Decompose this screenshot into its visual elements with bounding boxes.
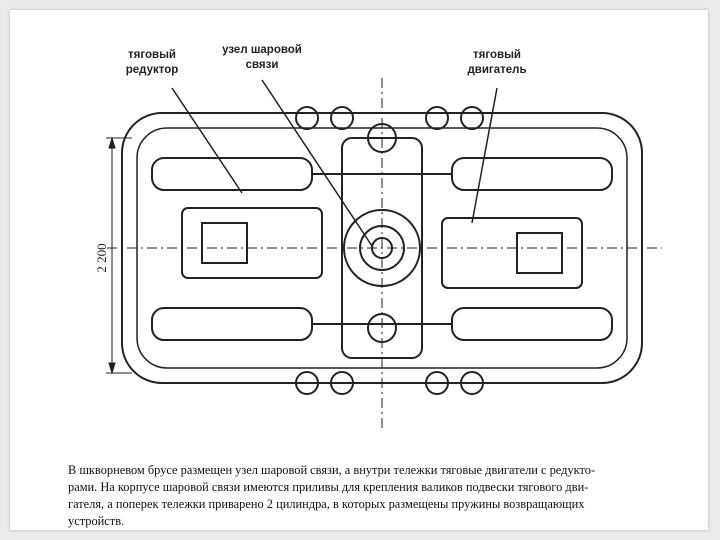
spring-top-4: [460, 106, 484, 130]
dimension-label: 2 200: [94, 243, 109, 272]
label-motor-line2: двигатель: [467, 64, 526, 76]
label-motor-line1: тяговый: [473, 49, 521, 61]
spring-top-2: [330, 106, 354, 130]
wheel-top-left: [151, 157, 313, 191]
leader-motor: [471, 87, 498, 224]
bogie-drawing: 2 200 тяговый редуктор узел шаровой связ…: [92, 18, 672, 448]
spring-top-1: [295, 106, 319, 130]
caption-line: рами. На корпусе шаровой связи имеются п…: [68, 480, 589, 494]
caption-line: устройств.: [68, 514, 125, 528]
motor-right: [441, 217, 583, 289]
spring-bottom-2: [330, 371, 354, 395]
motor-right-detail: [516, 232, 563, 274]
spring-top-3: [425, 106, 449, 130]
label-joint-line1: узел шаровой: [222, 44, 302, 56]
label-reducer-line2: редуктор: [126, 64, 179, 76]
leader-joint: [261, 79, 373, 247]
spring-bottom-3: [425, 371, 449, 395]
caption: В шкворневом брусе размещен узел шаровой…: [68, 462, 688, 530]
motor-left: [181, 207, 323, 279]
leader-reducer: [171, 87, 243, 194]
caption-line: гателя, а поперек тележки приварено 2 ци…: [68, 497, 585, 511]
spring-bottom-4: [460, 371, 484, 395]
slide: 2 200 тяговый редуктор узел шаровой связ…: [10, 10, 708, 530]
wheel-bottom-left: [151, 307, 313, 341]
bogie-schematic: 2 200 тяговый редуктор узел шаровой связ…: [94, 44, 662, 428]
wheel-top-right: [451, 157, 613, 191]
label-reducer-line1: тяговый: [128, 49, 176, 61]
motor-left-detail: [201, 222, 248, 264]
spring-bottom-1: [295, 371, 319, 395]
wheel-bottom-right: [451, 307, 613, 341]
label-joint-line2: связи: [246, 59, 279, 71]
caption-line: В шкворневом брусе размещен узел шаровой…: [68, 463, 596, 477]
